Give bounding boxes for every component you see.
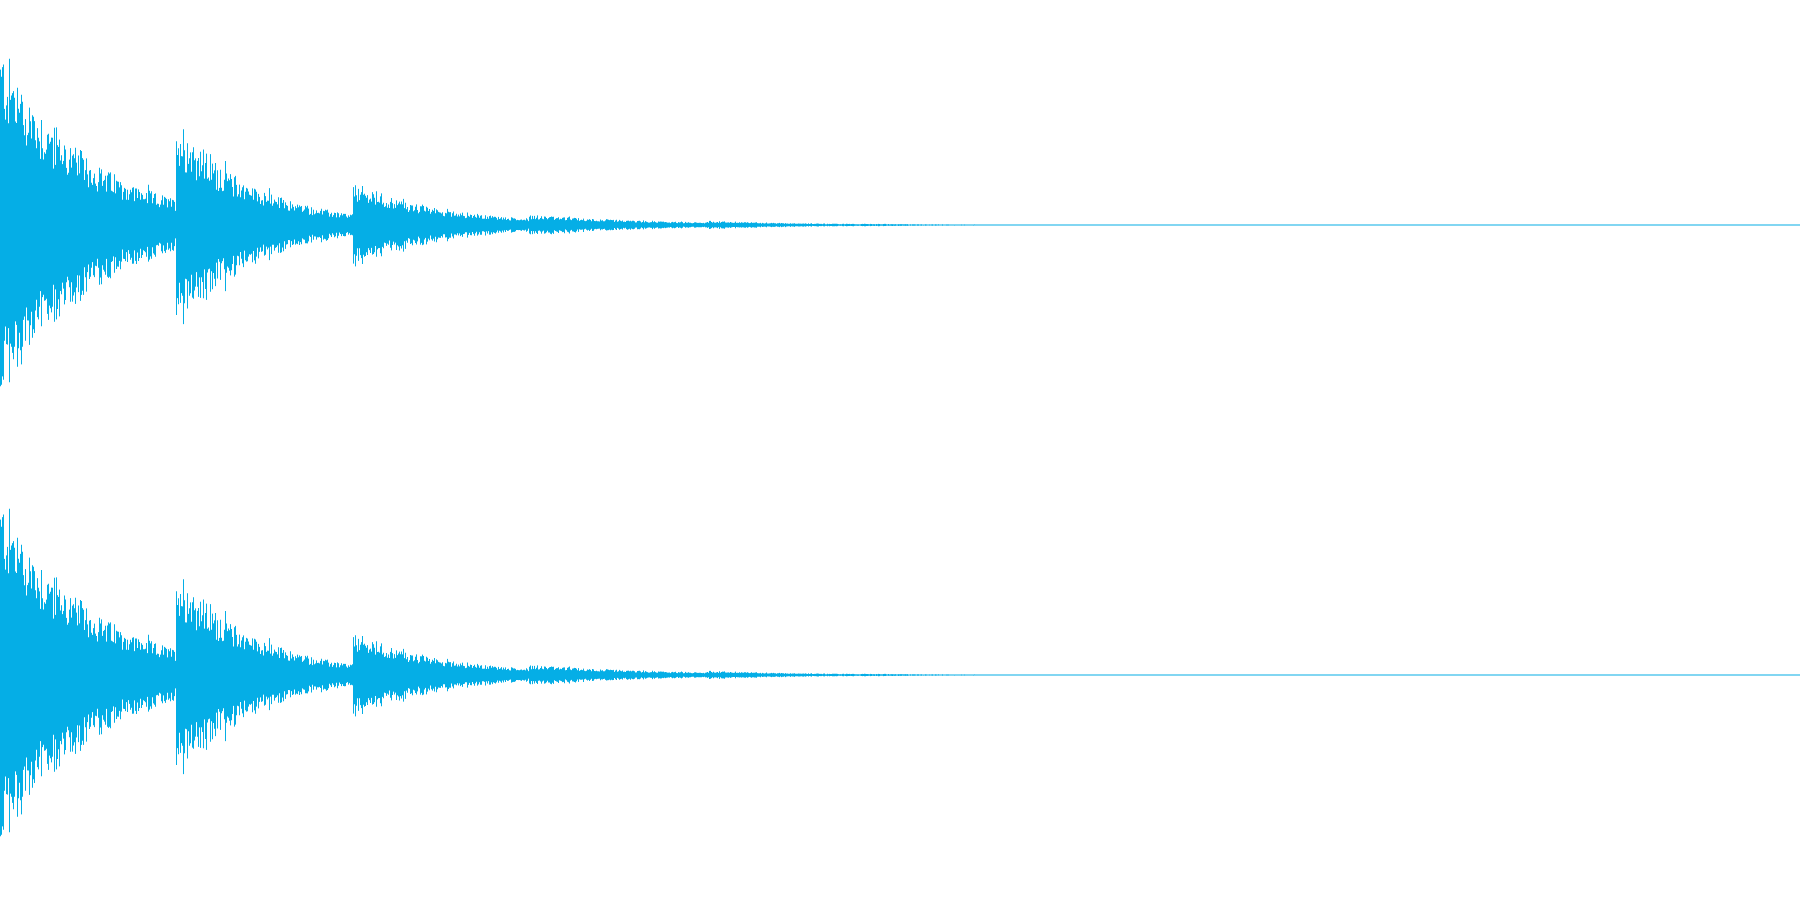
wave-burst-3	[353, 185, 529, 267]
wave-burst-6	[864, 223, 1008, 227]
wave-burst-2	[176, 579, 353, 775]
channel-2-waveform	[0, 508, 1800, 837]
wave-burst-1	[0, 58, 176, 387]
channel-1-waveform	[0, 58, 1800, 387]
wave-burst-4	[529, 215, 706, 235]
wave-burst-2	[176, 129, 353, 325]
wave-burst-6	[864, 673, 1008, 677]
wave-burst-5	[706, 220, 864, 229]
wave-burst-4	[529, 665, 706, 685]
wave-burst-1	[0, 508, 176, 837]
wave-burst-5	[706, 670, 864, 679]
wave-burst-3	[353, 635, 529, 717]
